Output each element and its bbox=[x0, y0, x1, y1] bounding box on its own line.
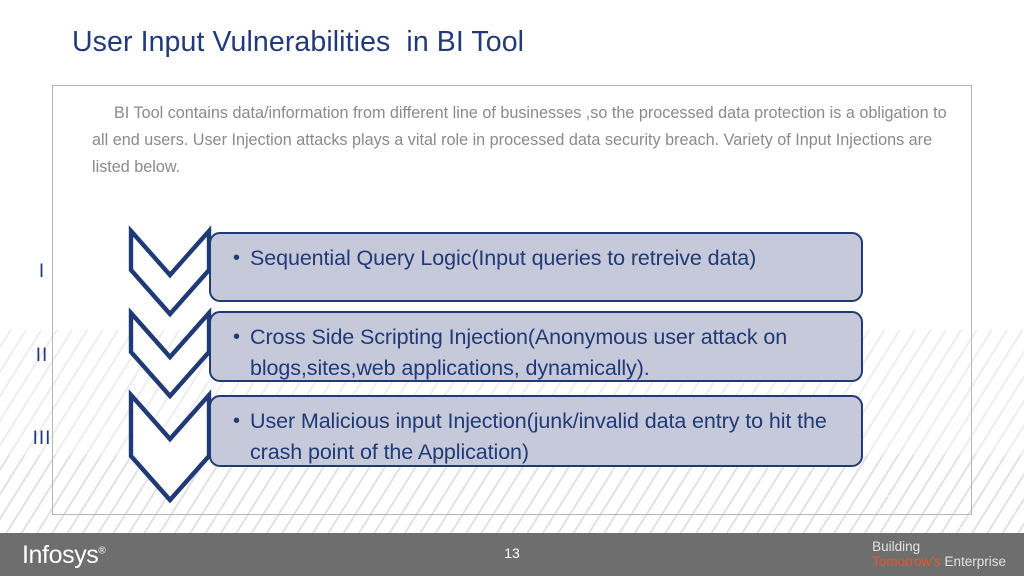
footer-tagline: Building Tomorrow's Enterprise bbox=[872, 539, 1006, 569]
callout-box-1[interactable]: • Sequential Query Logic(Input queries t… bbox=[209, 232, 863, 302]
callout-box-3[interactable]: • User Malicious input Injection(junk/in… bbox=[209, 395, 863, 467]
intro-paragraph: BI Tool contains data/information from d… bbox=[92, 104, 947, 176]
page-title: User Input Vulnerabilities in BI Tool bbox=[72, 26, 525, 58]
tagline-line-1: Building bbox=[872, 539, 921, 554]
chevron-i-icon bbox=[128, 225, 212, 318]
infosys-logo-text: Infosys bbox=[22, 541, 99, 569]
callout-box-2[interactable]: • Cross Side Scripting Injection(Anonymo… bbox=[209, 311, 863, 382]
callout-text-3: User Malicious input Injection(junk/inva… bbox=[250, 409, 827, 464]
tagline-enterprise: Enterprise bbox=[940, 554, 1006, 569]
registered-trademark-icon: ® bbox=[98, 545, 106, 557]
callout-text-1: Sequential Query Logic(Input queries to … bbox=[250, 246, 757, 270]
infosys-logo: Infosys® bbox=[22, 541, 106, 570]
bullet-icon: • bbox=[233, 326, 241, 348]
chevron-ii-icon bbox=[128, 307, 212, 400]
tagline-line-2: Tomorrow's Enterprise bbox=[872, 554, 1006, 569]
page-number: 13 bbox=[504, 545, 520, 561]
content-frame bbox=[52, 85, 972, 515]
bullet-icon: • bbox=[233, 410, 241, 432]
tagline-tomorrows: Tomorrow's bbox=[872, 554, 941, 569]
footer-bar bbox=[0, 533, 1024, 576]
callout-text-2: Cross Side Scripting Injection(Anonymous… bbox=[250, 325, 788, 380]
bullet-icon: • bbox=[233, 247, 241, 269]
chevron-iii-icon bbox=[128, 389, 212, 504]
